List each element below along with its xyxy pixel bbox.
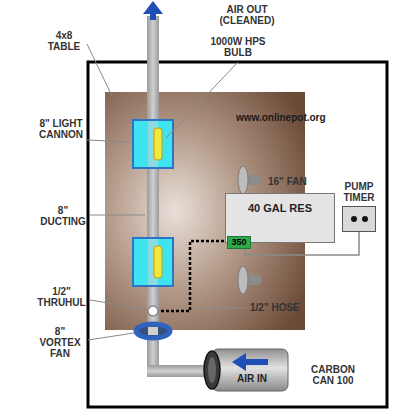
fan [238, 266, 261, 294]
part-label: 1/2" THRUHUL [34, 286, 89, 308]
part-label: 1000W HPS BULB [210, 36, 266, 58]
part-label: 8" LIGHT CANNON [38, 118, 84, 140]
timer-socket [362, 216, 368, 222]
part-label: 16" FAN [268, 176, 324, 187]
thruhul [148, 306, 158, 316]
vortex-fan [136, 324, 170, 338]
leader-line [88, 333, 134, 340]
leader-line [90, 215, 145, 216]
reservoir-box: 35040 GAL RES [225, 193, 335, 243]
timer-socket [351, 216, 357, 222]
can-body [212, 349, 288, 391]
fan-blade [238, 266, 248, 294]
arrow-head [232, 353, 246, 371]
hps-bulb [154, 246, 162, 278]
fan-blade [238, 166, 248, 194]
part-label: 8" VORTEX FAN [34, 326, 86, 359]
part-label: CARBON CAN 100 [302, 364, 364, 386]
leader-line [193, 308, 246, 309]
airflow-label: AIR IN [216, 373, 288, 384]
hose [159, 241, 224, 311]
light-cannon [133, 238, 173, 286]
reservoir-label: 40 GAL RES [230, 202, 330, 215]
duct [147, 365, 205, 377]
timer-label: PUMP TIMER [338, 181, 380, 203]
leader-lines [87, 44, 246, 340]
can-cap [204, 351, 220, 389]
can-outline [200, 346, 292, 394]
pump-timer: PUMP TIMER [338, 181, 380, 232]
pump-number: 350 [230, 237, 248, 248]
caption-label: AIR OUT (CLEANED) [212, 4, 282, 26]
part-label: 8" DUCTING [38, 205, 88, 227]
leader-line [166, 62, 238, 138]
pump-tag: 350 [227, 236, 251, 249]
part-label: 4x8 TABLE [42, 30, 86, 52]
light-cannon [133, 120, 173, 168]
leader-line [87, 140, 131, 142]
hps-bulb [154, 128, 162, 160]
watermark: www.onlinepot.org [236, 112, 326, 123]
timer-box [342, 206, 376, 232]
part-label: 1/2" HOSE [250, 302, 312, 313]
arrow-shaft [244, 359, 268, 365]
carbon-can: AIR IN [200, 346, 292, 394]
arrow-head [143, 1, 163, 14]
leader-line [87, 44, 112, 96]
fan [238, 166, 261, 194]
leader-line [90, 300, 146, 309]
duct [148, 327, 158, 335]
tent-outline [88, 62, 387, 407]
can-cap-inner [208, 357, 216, 383]
